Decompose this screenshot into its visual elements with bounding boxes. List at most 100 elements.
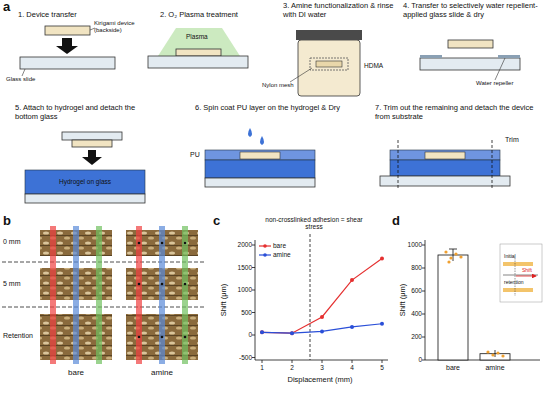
error-bar [449,249,457,250]
label: Nylon mesh [262,82,294,89]
pu-layer [205,150,315,160]
label: Shift (μm) [220,284,229,317]
hydrogel [390,160,500,176]
label: Kirigami device (backside) [94,20,146,34]
down-arrow [82,150,102,165]
marker-band [182,226,188,364]
y-axis [425,240,426,360]
label: 2000 [238,241,252,248]
label: Displacement (mm) [287,376,352,385]
label: 2. O₂ Plasma treatment [160,11,238,20]
shift-arrow [516,276,536,277]
amine-points [260,322,384,335]
inset-band [503,288,533,292]
beaker-lid [296,30,362,40]
legend-text: bare [273,242,286,249]
inset-band [503,262,533,266]
water-repeller [498,55,520,58]
divider [2,307,205,308]
step-3-illustration [290,30,362,96]
error-bar [495,350,496,357]
divider [2,262,205,263]
inset-line [503,275,538,276]
error-bar [453,249,454,261]
data-points [486,350,504,357]
beaker [298,40,360,96]
label: 200 [411,333,422,340]
legend-sample [263,244,267,248]
marker-band [136,226,142,364]
threshold-line [310,234,311,360]
label: 0 [418,356,422,363]
trim-line [492,140,493,190]
step-1-illustration [20,26,115,76]
label: 5 [380,364,384,371]
glass-slide [62,132,122,140]
plasma-cone [158,28,240,56]
label: b [3,214,11,229]
water-repeller [420,55,442,58]
glass-slide [25,194,145,203]
inset-line [515,258,516,296]
pu-drop [248,128,252,137]
label: 1500 [238,264,252,271]
glass-slide [148,56,248,68]
label: 400 [411,310,422,317]
marker-band [73,226,79,364]
label: 6. Spin coat PU layer on the hydrogel & … [195,104,343,113]
kirigami-device [425,152,465,159]
label: 3 [320,364,324,371]
label: 1. Device transfer [18,11,77,20]
amine-series [262,324,382,333]
label: amine [485,364,504,372]
bare-series [262,259,382,334]
tracking-dots [138,242,187,339]
glass-slide [380,176,510,186]
bare-points [260,257,384,336]
pu-layer [390,150,500,160]
glass-slide [205,178,315,187]
kirigami-device [448,40,493,48]
label: a [3,0,10,15]
label: 4. Transfer to selectively water repelle… [403,2,543,19]
panel-c-chart [252,234,388,363]
label: Retention [3,332,33,340]
marker-band [159,226,165,364]
label: Trim [505,136,519,144]
legend-sample [263,253,267,257]
label: Shift (μm) [399,284,408,317]
x-axis [255,360,388,361]
label: bare [68,368,84,377]
label: HDMA [364,62,383,69]
label: non-crosslinked adhesion = shear stress [259,216,369,231]
label: bare [446,364,460,372]
label: Plasma [186,33,208,40]
label: 0 [248,331,252,338]
label: Hydrogel on glass [59,178,111,185]
hydrogel [25,170,145,194]
ticks [252,245,382,363]
data-points [444,250,462,263]
panel-b-images [2,226,205,364]
label: 4 [350,364,354,371]
label: Glass slide [6,76,35,83]
label: c [213,214,220,229]
hydrogel [205,160,315,178]
step-5-illustration [25,132,145,203]
label: retention [504,280,523,286]
marker-band [96,226,102,364]
trim-line [398,140,399,190]
label: 1000 [238,286,252,293]
glass-slide [20,57,115,69]
label: amine [151,368,173,377]
kirigami-device [240,152,280,159]
glass-slide [420,58,520,70]
label: 7. Trim out the remaining and detach the… [375,104,540,121]
nylon-mesh [310,58,348,70]
leader-line [495,58,505,80]
step-2-illustration [148,28,248,68]
inset [500,244,542,302]
label: 800 [411,264,422,271]
